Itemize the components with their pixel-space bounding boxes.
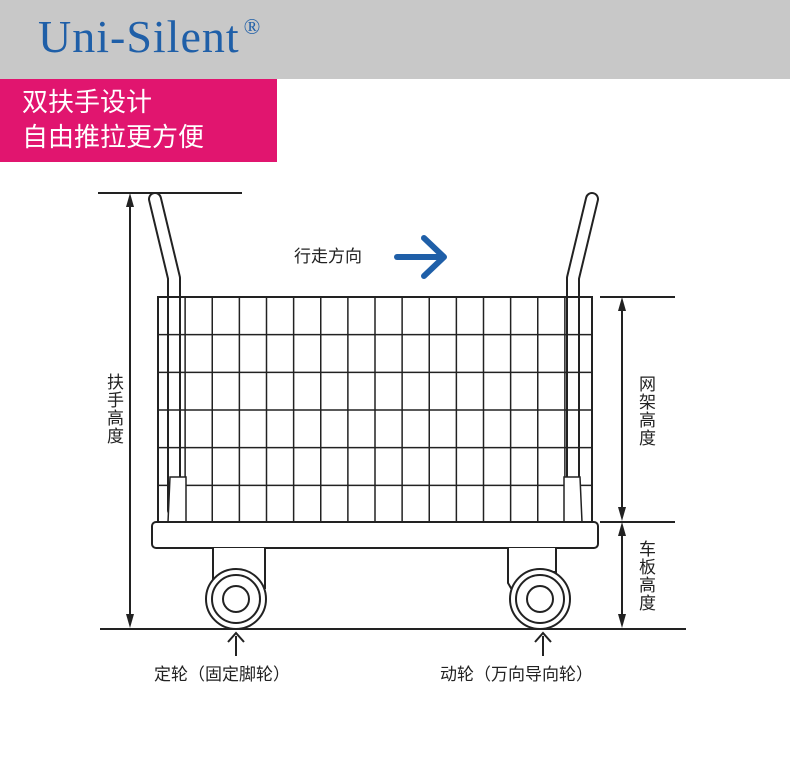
handle-height-dimension (98, 192, 242, 628)
mesh-height-dimension (600, 296, 675, 521)
deck-height-dimension (600, 521, 675, 628)
feature-banner: 双扶手设计 自由推拉更方便 (0, 79, 277, 162)
banner-line-2: 自由推拉更方便 (22, 123, 205, 153)
fixed-wheel-label: 定轮（固定脚轮） (154, 665, 290, 685)
registered-mark: ® (243, 14, 262, 39)
swivel-wheel-pointer-icon (534, 631, 552, 656)
header-bar: Uni-Silent® (0, 0, 790, 79)
banner-line-1: 双扶手设计 (22, 88, 153, 118)
deck-platform (151, 521, 599, 549)
brand-name: Uni-Silent (38, 11, 240, 62)
deck-height-label: 车板高度 (635, 540, 655, 612)
swivel-wheel-label: 动轮（万向导向轮） (440, 665, 593, 685)
right-handle (566, 192, 599, 517)
direction-label: 行走方向 (294, 247, 362, 267)
mesh-height-label: 网架高度 (635, 375, 655, 447)
fixed-wheel (205, 548, 267, 630)
left-handle (148, 192, 181, 517)
fixed-wheel-pointer-icon (227, 631, 245, 656)
swivel-wheel (507, 548, 571, 630)
direction-arrow-icon (394, 235, 447, 279)
brand-logo: Uni-Silent® (38, 14, 261, 60)
mesh-frame (157, 296, 593, 524)
handle-height-label: 扶手高度 (103, 373, 123, 445)
